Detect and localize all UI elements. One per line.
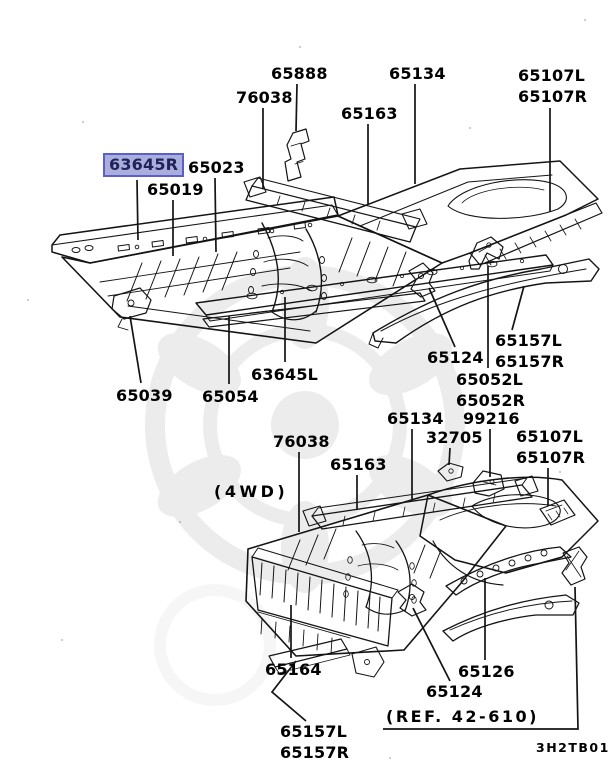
crossmember-76038 (243, 176, 428, 243)
part-label-65124[interactable]: 65124 (427, 347, 484, 368)
part-label-76038[interactable]: 76038 (236, 87, 293, 108)
part-number-text: 65134 (389, 64, 446, 83)
part-label-65164[interactable]: 65164 (265, 659, 322, 680)
rear-floor-4wd (419, 476, 599, 586)
part-number-text: 65124 (426, 682, 483, 701)
part-number-text: 65157L (495, 331, 563, 350)
part-number-text: 32705 (426, 428, 483, 447)
part-label-65157L[interactable]: 65157L 65157R (280, 721, 349, 763)
part-number-text: 65888 (271, 64, 328, 83)
scan-noise (27, 19, 586, 759)
part-label-99216[interactable]: 99216 (463, 408, 520, 429)
part-number-text: 65124 (427, 348, 484, 367)
drive-variant-caption: (4WD) (214, 481, 288, 502)
leader-lines (129, 83, 579, 730)
part-label-63645R[interactable]: 63645R (103, 153, 185, 177)
part-number-text: 65134 (387, 409, 444, 428)
part-number-text: 65019 (147, 180, 204, 199)
leader-line (428, 287, 456, 348)
part-label-65054[interactable]: 65054 (202, 386, 259, 407)
bracket-65124-4wd (397, 583, 427, 617)
bracket-32705 (437, 462, 464, 482)
part-number-text: 65107L (516, 427, 584, 446)
part-number-text: 65023 (188, 158, 245, 177)
leader-line (511, 285, 525, 331)
part-label-63645L[interactable]: 63645L (251, 364, 318, 385)
leader-line (136, 179, 139, 241)
leader-line (129, 315, 142, 384)
diagram-4wd (245, 462, 599, 678)
side-member-65157-2wd (368, 258, 600, 349)
part-label-65163[interactable]: 65163 (341, 103, 398, 124)
part-number-text: (REF. 42-610) (386, 707, 539, 726)
bracket-ref-42-610 (561, 546, 588, 586)
part-number-text: 63645L (251, 365, 319, 384)
rear-floor-65134 (337, 160, 603, 266)
part-label-65126[interactable]: 65126 (458, 661, 515, 682)
crossmember-65163-4wd (302, 475, 539, 530)
part-number-text: 3H2TB01 (536, 740, 609, 755)
part-number-text: 65164 (265, 660, 322, 679)
part-label-65019[interactable]: 65019 (147, 179, 204, 200)
sill-65157-front (268, 638, 351, 674)
part-label-65039[interactable]: 65039 (116, 385, 173, 406)
part-number-text: 65163 (341, 104, 398, 123)
bracket-65052 (468, 236, 504, 270)
part-label-65052L[interactable]: 65052L 65052R (456, 369, 525, 411)
reference-label: (REF. 42-610) (386, 706, 539, 727)
part-label-65107L[interactable]: 65107L 65107R (518, 65, 587, 107)
part-label-65888[interactable]: 65888 (271, 63, 328, 84)
bracket-99216 (472, 470, 505, 497)
leader-line (295, 83, 298, 132)
diagram-2wd (51, 128, 603, 349)
part-label-65134[interactable]: 65134 (387, 408, 444, 429)
part-number-text: 65157R (495, 352, 565, 371)
part-number-text: 65107R (518, 87, 588, 106)
part-label-65023[interactable]: 65023 (188, 157, 245, 178)
part-label-32705[interactable]: 32705 (426, 427, 483, 448)
part-number-text: 65163 (330, 455, 387, 474)
part-number-text: 99216 (463, 409, 520, 428)
part-number-text: 65126 (458, 662, 515, 681)
leader-line (383, 586, 579, 730)
part-label-76038[interactable]: 76038 (273, 431, 330, 452)
part-number-text: (4WD) (214, 482, 289, 501)
front-panel-65164 (251, 547, 399, 678)
part-number-text: 65107L (518, 66, 586, 85)
rocker-rail-63645r-target (51, 196, 339, 264)
leader-line (448, 447, 451, 466)
part-label-65107L[interactable]: 65107L 65107R (516, 426, 585, 468)
part-number-text: 63645R (109, 155, 179, 174)
diagram-code: 3H2TB01 (536, 737, 609, 758)
leader-line (214, 177, 217, 253)
part-number-text: 65052R (456, 391, 526, 410)
bracket-65888 (284, 128, 310, 182)
part-label-65124[interactable]: 65124 (426, 681, 483, 702)
part-number-text: 65039 (116, 386, 173, 405)
part-label-65134[interactable]: 65134 (389, 63, 446, 84)
leader-line (412, 607, 451, 682)
part-number-text: 65054 (202, 387, 259, 406)
part-number-text: 76038 (236, 88, 293, 107)
part-number-text: 65157L (280, 722, 348, 741)
bracket-65039 (111, 287, 152, 331)
bracket-65124-2wd (408, 262, 436, 298)
part-number-text: 65107R (516, 448, 586, 467)
part-number-text: 65157R (280, 743, 350, 762)
part-number-text: 76038 (273, 432, 330, 451)
part-label-65157L[interactable]: 65157L 65157R (495, 330, 564, 372)
part-label-65163[interactable]: 65163 (330, 454, 387, 475)
strip-65054 (202, 292, 426, 328)
leader-line (270, 660, 307, 722)
part-number-text: 65052L (456, 370, 524, 389)
